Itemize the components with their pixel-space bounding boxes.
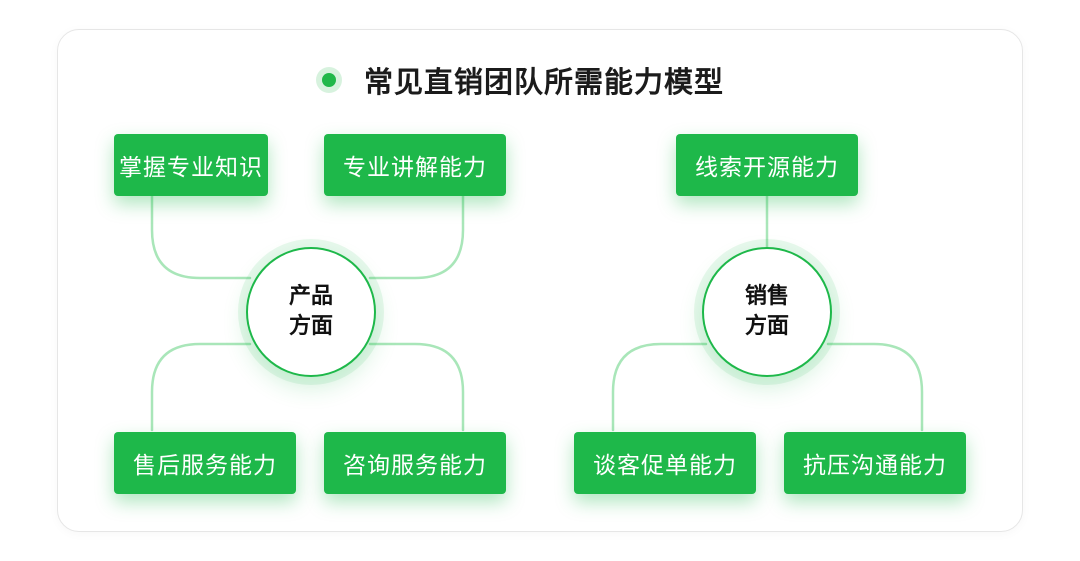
connector-sales-bottom-right bbox=[826, 342, 924, 432]
hub-product-line2: 方面 bbox=[288, 314, 333, 339]
hub-sales: 销售 方面 bbox=[702, 247, 832, 377]
hub-product-line1: 产品 bbox=[288, 284, 333, 309]
connector-product-top-right bbox=[368, 194, 465, 280]
box-closing-deals: 谈客促单能力 bbox=[574, 432, 756, 494]
title-text: 常见直销团队所需能力模型 bbox=[364, 65, 725, 99]
diagram-title: 常见直销团队所需能力模型 bbox=[322, 56, 724, 104]
connector-product-bottom-right bbox=[368, 342, 465, 432]
hub-sales-line1: 销售 bbox=[744, 284, 789, 309]
title-dot-icon bbox=[322, 73, 336, 87]
connector-product-top-left bbox=[150, 194, 252, 280]
box-master-knowledge: 掌握专业知识 bbox=[114, 134, 268, 196]
box-after-sales-service: 售后服务能力 bbox=[114, 432, 296, 494]
box-stress-communication: 抗压沟通能力 bbox=[784, 432, 966, 494]
hub-sales-line2: 方面 bbox=[744, 314, 789, 339]
box-lead-generation: 线索开源能力 bbox=[676, 134, 858, 196]
hub-product: 产品 方面 bbox=[246, 247, 376, 377]
box-professional-explain: 专业讲解能力 bbox=[324, 134, 506, 196]
connector-product-bottom-left bbox=[150, 342, 252, 432]
box-consulting-service: 咨询服务能力 bbox=[324, 432, 506, 494]
connector-sales-bottom-left bbox=[611, 342, 708, 432]
